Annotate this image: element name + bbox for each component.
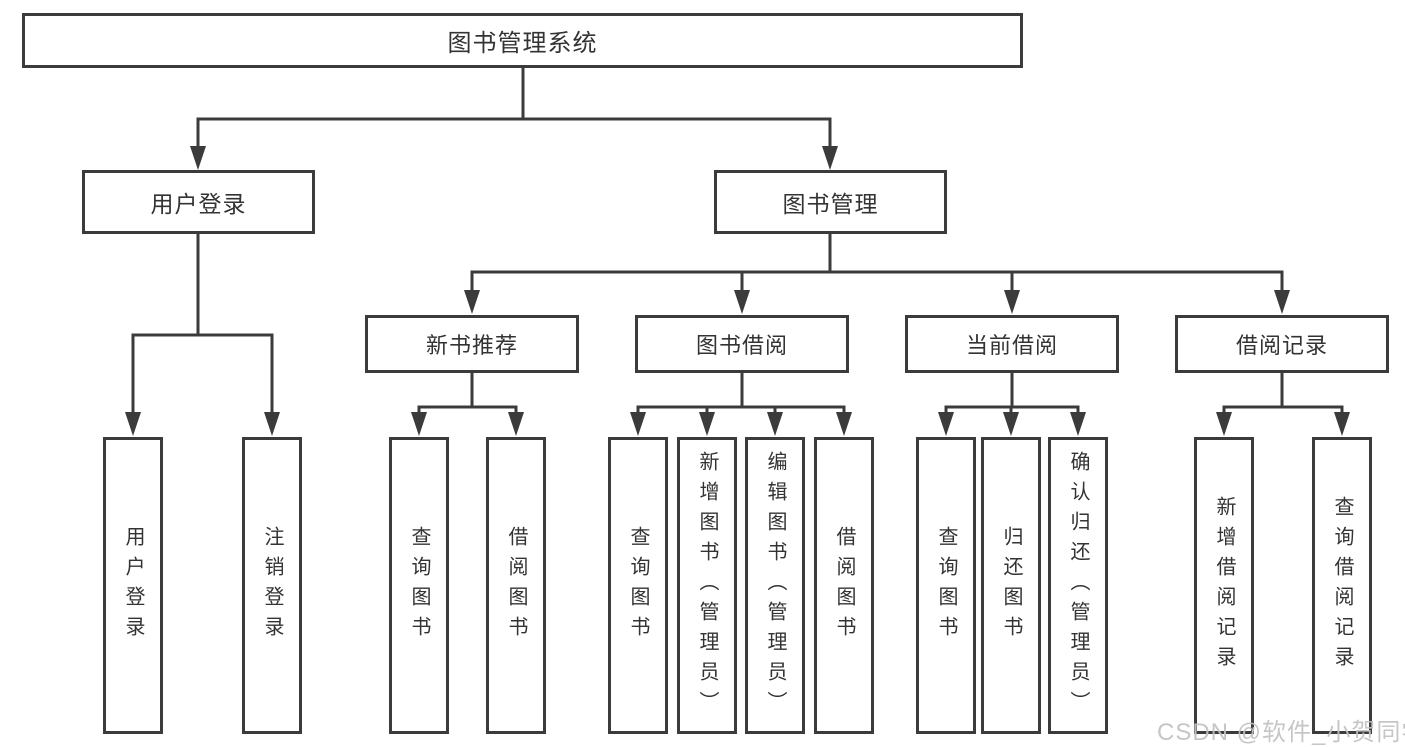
- leaf-query-books-recommend: 查询图书: [389, 437, 449, 734]
- leaf-borrow-books-borrowing: 借阅图书: [814, 437, 874, 734]
- node-current-borrowing: 当前借阅: [905, 315, 1119, 373]
- leaf-logout: 注销登录: [242, 437, 302, 734]
- node-new-book-recommend: 新书推荐: [365, 315, 579, 373]
- leaf-query-borrow-record: 查询借阅记录: [1312, 437, 1372, 734]
- node-user-login-branch: 用户登录: [82, 170, 315, 234]
- leaf-edit-book-admin: 编辑图书（管理员）: [745, 437, 805, 734]
- leaf-add-borrow-record: 新增借阅记录: [1194, 437, 1254, 734]
- leaf-return-book: 归还图书: [981, 437, 1041, 734]
- leaf-borrow-books-recommend: 借阅图书: [486, 437, 546, 734]
- leaf-query-books-borrowing: 查询图书: [608, 437, 668, 734]
- node-borrowing-records: 借阅记录: [1175, 315, 1389, 373]
- node-root-library-system: 图书管理系统: [22, 13, 1023, 68]
- node-book-borrowing: 图书借阅: [635, 315, 849, 373]
- csdn-watermark: CSDN @软件_小贺同学: [1157, 719, 1405, 746]
- leaf-query-books-current: 查询图书: [916, 437, 976, 734]
- leaf-add-book-admin: 新增图书（管理员）: [677, 437, 737, 734]
- node-book-management-branch: 图书管理: [714, 170, 947, 234]
- leaf-user-login: 用户登录: [103, 437, 163, 734]
- leaf-confirm-return-admin: 确认归还（管理员）: [1048, 437, 1108, 734]
